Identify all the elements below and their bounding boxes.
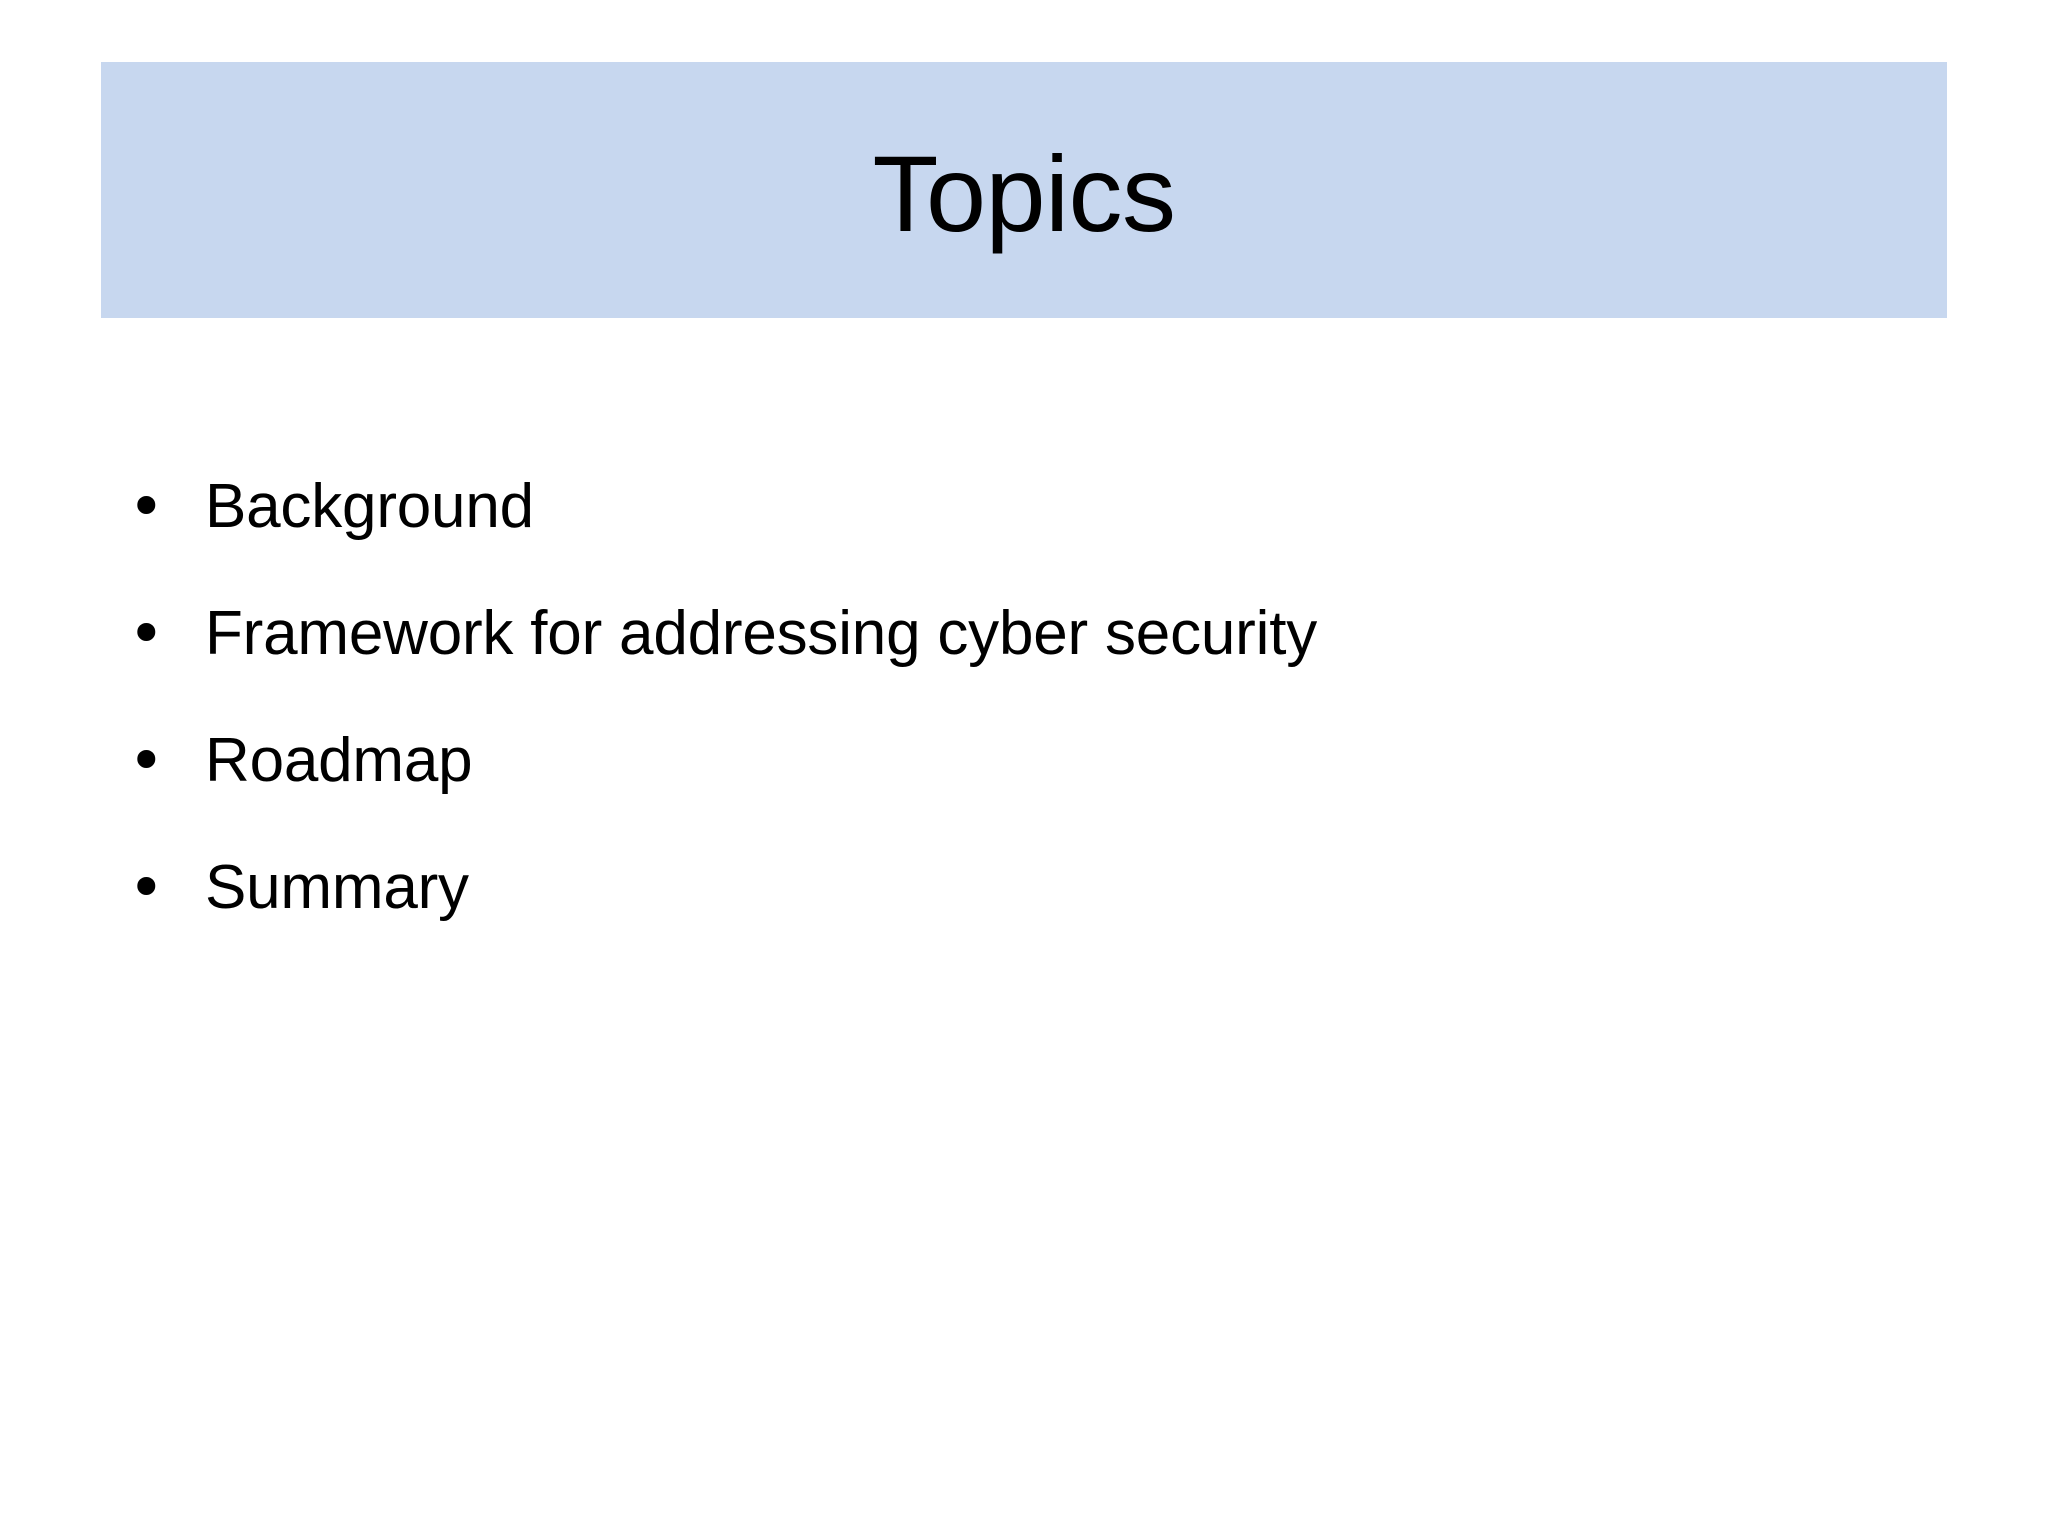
list-item: • Framework for addressing cyber securit… [110,590,1910,717]
bullet-point-icon: • [128,597,165,670]
list-item: • Background [110,463,1910,590]
bullet-point-icon: • [128,470,165,543]
bullet-item-label-roadmap: Roadmap [205,726,473,795]
title-band: Topics [101,62,1947,318]
list-item: • Summary [110,844,1910,971]
topics-bullet-list: • Background • Framework for addressing … [110,463,1910,971]
bullet-point-icon: • [128,724,165,797]
bullet-item-label-summary: Summary [205,853,469,922]
bullet-item-label-background: Background [205,472,534,541]
list-item: • Roadmap [110,717,1910,844]
bullet-item-label-framework: Framework for addressing cyber security [205,599,1318,668]
page-title: Topics [872,132,1176,254]
bullet-point-icon: • [128,851,165,924]
